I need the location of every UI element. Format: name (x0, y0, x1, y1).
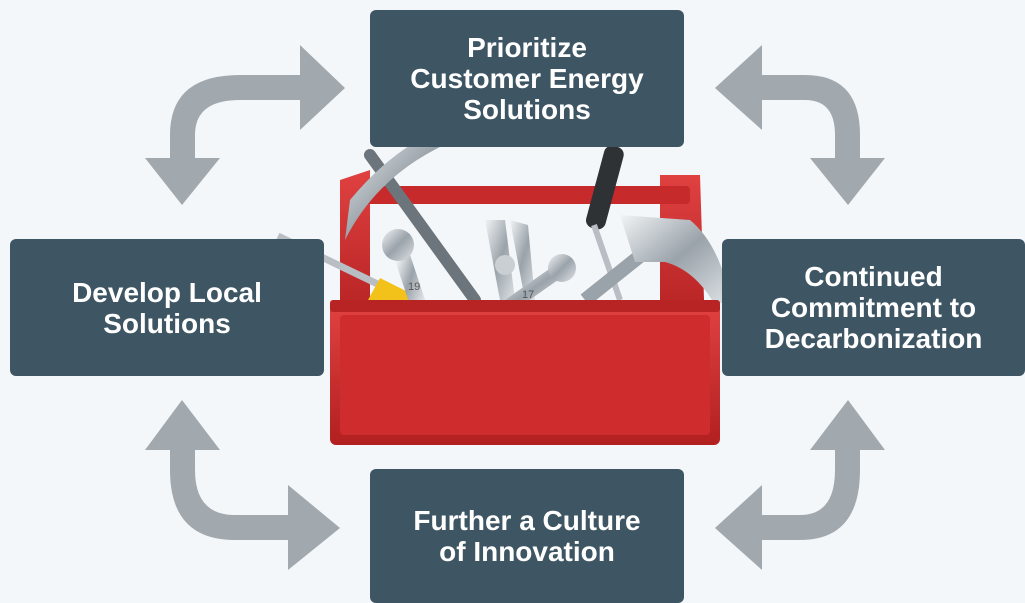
step-label: Commitment to (770, 292, 977, 323)
step-prioritize-customer-energy-solutions: Prioritize Customer Energy Solutions (370, 10, 684, 147)
hammer-icon (580, 215, 730, 306)
step-label: Further a Culture (413, 505, 641, 536)
wrench-size-label: 17 (522, 289, 534, 301)
curved-arrow-icon (145, 45, 345, 205)
step-label: Develop Local (72, 276, 262, 308)
step-continued-commitment-to-decarbonization: Continued Commitment to Decarbonization (722, 239, 1025, 376)
step-label: Prioritize (467, 32, 587, 63)
pliers-icon (485, 220, 535, 300)
wrench-size-label: 19 (408, 281, 420, 293)
wrench-icon: 17 (505, 254, 576, 311)
step-further-a-culture-of-innovation: Further a Culture of Innovation (370, 469, 684, 603)
curved-arrow-icon (145, 400, 340, 570)
toolbox-icon (330, 300, 720, 445)
step-label: Solutions (103, 307, 231, 339)
curved-arrow-icon (715, 400, 885, 570)
step-label: Decarbonization (764, 323, 983, 354)
step-label: of Innovation (439, 536, 615, 567)
step-label: Solutions (463, 94, 591, 125)
step-label: Continued (804, 261, 943, 292)
curved-arrow-icon (715, 45, 885, 205)
step-label: Customer Energy (410, 63, 644, 94)
screwdriver-icon (586, 145, 624, 301)
step-develop-local-solutions: Develop Local Solutions (10, 239, 324, 376)
